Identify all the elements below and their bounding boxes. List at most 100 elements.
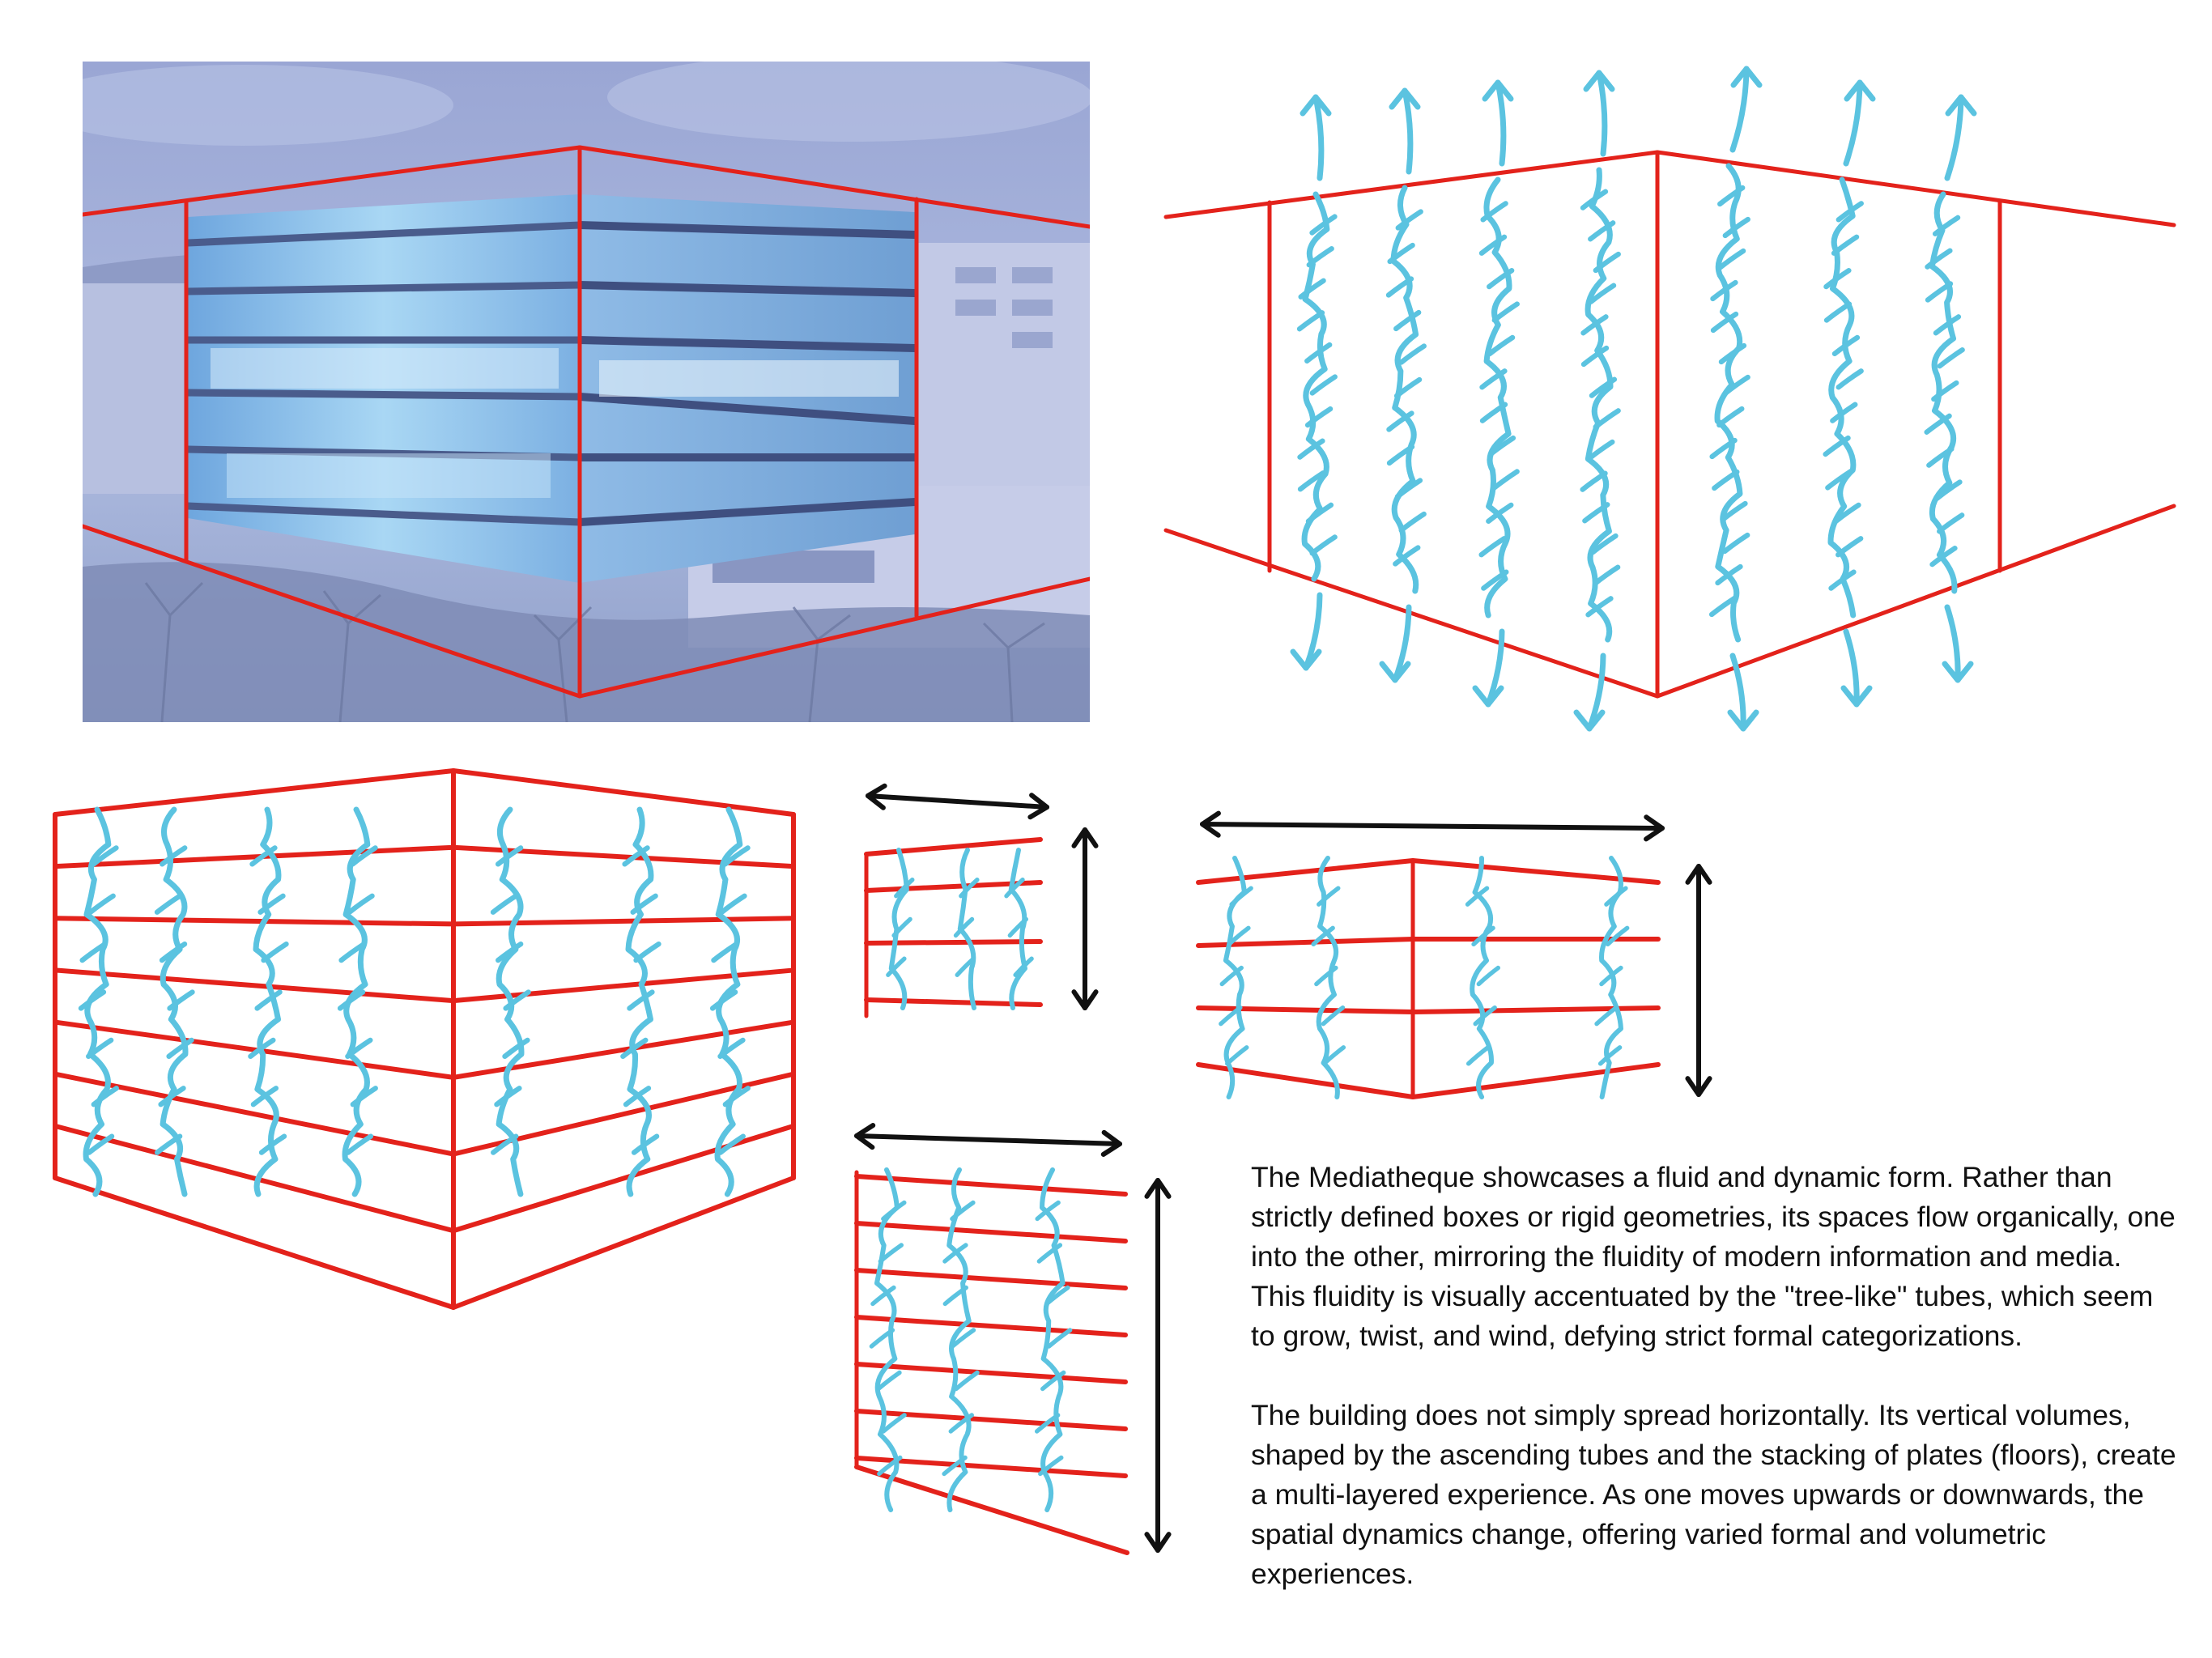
small-panel-diagram: [864, 783, 1099, 1018]
floor-slab: [854, 1409, 1128, 1431]
tube-rung: [1306, 246, 1334, 268]
wide-panel-diagram: [1196, 810, 1712, 1099]
tube-rung: [1722, 532, 1750, 555]
arrow-head: [1573, 709, 1606, 732]
tube-rung: [1309, 534, 1338, 556]
tube-rung: [1593, 564, 1621, 586]
tube-rung: [250, 1086, 279, 1107]
tall-panel-diagram: [854, 1123, 1172, 1555]
tube-stem: [946, 1167, 972, 1512]
frame-bottom-right: [1655, 504, 2176, 699]
tube-rung: [1471, 925, 1495, 947]
tube-stem: [1316, 856, 1340, 1099]
tube-rung: [1710, 279, 1738, 302]
tube-rung: [1487, 268, 1515, 290]
tube-rung: [1932, 215, 1961, 236]
tube-rung: [1394, 478, 1423, 500]
tube-rung: [1297, 438, 1325, 460]
tube-rung: [1219, 965, 1244, 987]
tube-rung: [1722, 374, 1750, 397]
slab: [1196, 858, 1415, 885]
arrow-head: [1945, 94, 1977, 117]
tube-stem: [253, 806, 282, 1197]
tube-rung: [1465, 886, 1490, 907]
tube: [1219, 856, 1253, 1099]
tube-rung: [954, 1370, 980, 1392]
tube-rung: [345, 1037, 373, 1060]
height-dimension-arrow: [1071, 827, 1099, 1010]
arrow-head: [1727, 709, 1759, 732]
tube-stem: [625, 806, 654, 1197]
tube-rung: [1718, 342, 1747, 365]
tube: [942, 1167, 980, 1512]
up-arrow-icon: [1583, 70, 1615, 157]
arrow-head: [1290, 648, 1322, 671]
floor-slab: [854, 1268, 1128, 1290]
tube-rung: [91, 1086, 119, 1107]
tube: [886, 848, 915, 1010]
tube-rung: [955, 956, 976, 977]
tube-rung: [1013, 956, 1034, 977]
tube-rung: [1582, 502, 1610, 524]
tube-rung: [627, 989, 655, 1011]
tube-rung: [1924, 413, 1952, 435]
tube-rung: [249, 845, 278, 867]
tube-rung: [1594, 1005, 1619, 1027]
tube-rung: [1709, 437, 1738, 460]
tube-rung: [878, 1243, 904, 1264]
tube-rung: [1712, 469, 1740, 491]
tube-rung: [1476, 965, 1501, 987]
tube-stem: [874, 1167, 900, 1512]
tube-stem: [1008, 848, 1027, 1010]
floor-slab: [53, 1019, 456, 1080]
tube-rung: [1593, 251, 1621, 274]
arrow-shaft: [1944, 604, 1961, 683]
tube-rung: [1387, 242, 1415, 265]
tube-rung: [1830, 402, 1858, 423]
arrowhead-icon: [1100, 1129, 1122, 1157]
tube: [1478, 176, 1520, 619]
tube-rung: [258, 1133, 287, 1155]
box-top-right: [451, 768, 796, 817]
width-dimension-arrow: [866, 783, 1049, 820]
tube-rung: [1298, 278, 1326, 300]
tube-rung: [722, 1086, 751, 1107]
tube-rung: [490, 893, 519, 915]
tube-rung: [159, 941, 188, 963]
floor-slab: [53, 844, 456, 869]
arrowhead-icon: [1071, 989, 1099, 1010]
tube-rung: [623, 1086, 652, 1107]
caption-text: The Mediatheque showcases a fluid and dy…: [1251, 1158, 2182, 1634]
floor-slab: [854, 1456, 1128, 1478]
tube-rung: [942, 1285, 968, 1307]
tube-rung: [1297, 470, 1326, 492]
tube-rung: [1035, 1200, 1061, 1222]
dimension-line: [866, 793, 1049, 810]
tube-rung: [1046, 1328, 1073, 1349]
tube-rung: [717, 1133, 746, 1155]
tube-rung: [1715, 563, 1743, 586]
arrowhead-icon: [854, 1123, 876, 1150]
tube: [1385, 185, 1427, 594]
arrow-shaft: [1312, 94, 1325, 181]
tube-rung: [1929, 546, 1958, 568]
tube-rung: [155, 1133, 183, 1155]
tube-rung: [630, 893, 658, 915]
up-arrow-icon: [1300, 94, 1332, 181]
tube-rung: [158, 1086, 186, 1107]
tube-rung: [1597, 1045, 1623, 1066]
tube: [490, 806, 531, 1197]
dimension-line: [854, 1133, 1122, 1146]
arrowhead-icon: [1071, 827, 1099, 848]
tube-rung: [870, 1285, 896, 1307]
height-dimension-arrow: [1144, 1178, 1172, 1553]
tube-rung: [1304, 406, 1334, 428]
tube-rung: [1395, 209, 1423, 231]
tube-rung: [1219, 1005, 1243, 1027]
tube-rung: [1304, 342, 1333, 364]
up-arrow-icon: [1944, 94, 1977, 181]
tube-rung: [1038, 1455, 1064, 1477]
floor-slab: [53, 1071, 456, 1157]
tube-rung: [167, 989, 195, 1011]
tube-rung: [1296, 310, 1325, 332]
